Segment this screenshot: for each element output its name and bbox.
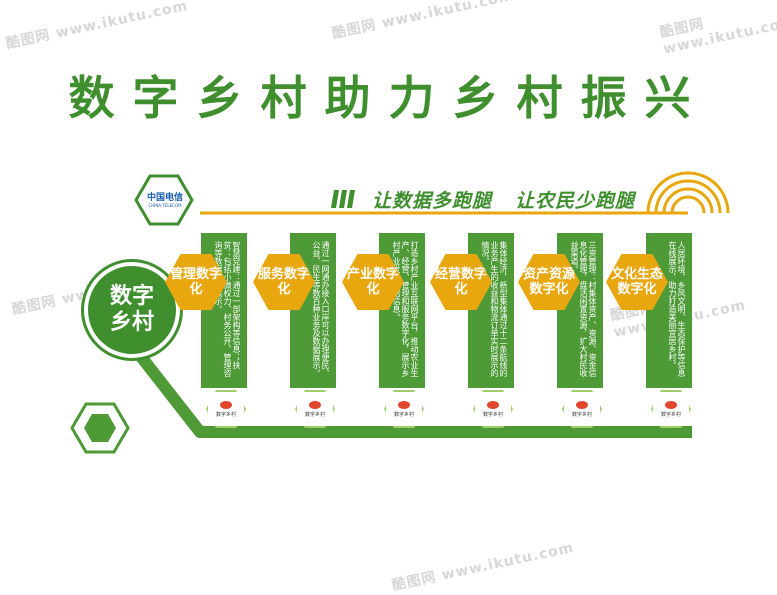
badge-logo-icon	[665, 400, 677, 409]
decor-hexagon	[70, 402, 130, 454]
badge-text: 数字乡村	[215, 411, 236, 418]
badge-logo-icon	[309, 400, 321, 409]
page-title: 数字乡村助力乡村振兴	[68, 71, 709, 125]
card-description: 通过一网通办接入口岸可以办理便民、公益、民生等数百种业务及数据展示。	[312, 241, 330, 377]
badge-text: 数字乡村	[304, 411, 325, 418]
badge-logo-icon	[576, 400, 588, 409]
card-description: 集体经济，新型集体通过十二条航线的业务产生的收益和物流订单实时展示的情况。	[481, 241, 508, 377]
card-label: 服务数字化	[258, 267, 311, 297]
card-label: 管理数字化	[170, 267, 223, 297]
card-description: 人居环境、乡风文明、生态保护等信息在线展示，助力打造美丽宜居乡村。	[668, 241, 686, 377]
card-label: 文化生态数字化	[611, 267, 664, 297]
logo-text: 中国电信	[146, 193, 183, 203]
board-frame	[70, 171, 730, 454]
badge-logo-icon	[487, 400, 499, 409]
logo-hexagon	[134, 174, 194, 226]
circle-label: 数字乡村	[109, 284, 154, 335]
badge-logo-icon	[398, 400, 410, 409]
badge-text: 数字乡村	[393, 411, 414, 418]
badge-text: 数字乡村	[482, 411, 503, 418]
card-badge: 数字乡村	[206, 390, 246, 428]
badge-text: 数字乡村	[660, 411, 681, 418]
card-description: 三资管理：村集体资产、资源、资金信息化管理，盘活闲置资源，扩大村民收益渠道。	[570, 241, 597, 377]
card-hexagon: 产业数字化	[342, 254, 404, 310]
card-badge: 数字乡村	[562, 390, 602, 428]
card-hexagon: 管理数字化	[165, 254, 227, 310]
card-column: 人居环境、乡风文明、生态保护等信息在线展示，助力打造美丽宜居乡村。	[646, 233, 692, 388]
slogan-2: 让农民少跑腿	[515, 190, 636, 212]
card-label: 经营数字化	[435, 267, 488, 297]
badge-text: 数字乡村	[571, 411, 592, 418]
logo-subtext: CHINA TELECOM	[148, 203, 182, 208]
telecom-logo: 中国电信 CHINA TELECOM	[140, 190, 190, 208]
display-board: 酷图网 www.ikutu.com 酷图网 www.ikutu.com 酷图网 …	[5, 0, 777, 594]
slogan-1: 让数据多跑腿	[372, 190, 493, 212]
digital-village-circle: 数字乡村	[84, 262, 180, 358]
card-label: 资产资源数字化	[523, 267, 576, 297]
card-hexagon: 经营数字化	[430, 254, 492, 310]
card-label: 产业数字化	[347, 267, 400, 297]
card-hexagon: 服务数字化	[253, 254, 315, 310]
card-badge: 数字乡村	[651, 390, 691, 428]
badge-logo-icon	[220, 400, 232, 409]
